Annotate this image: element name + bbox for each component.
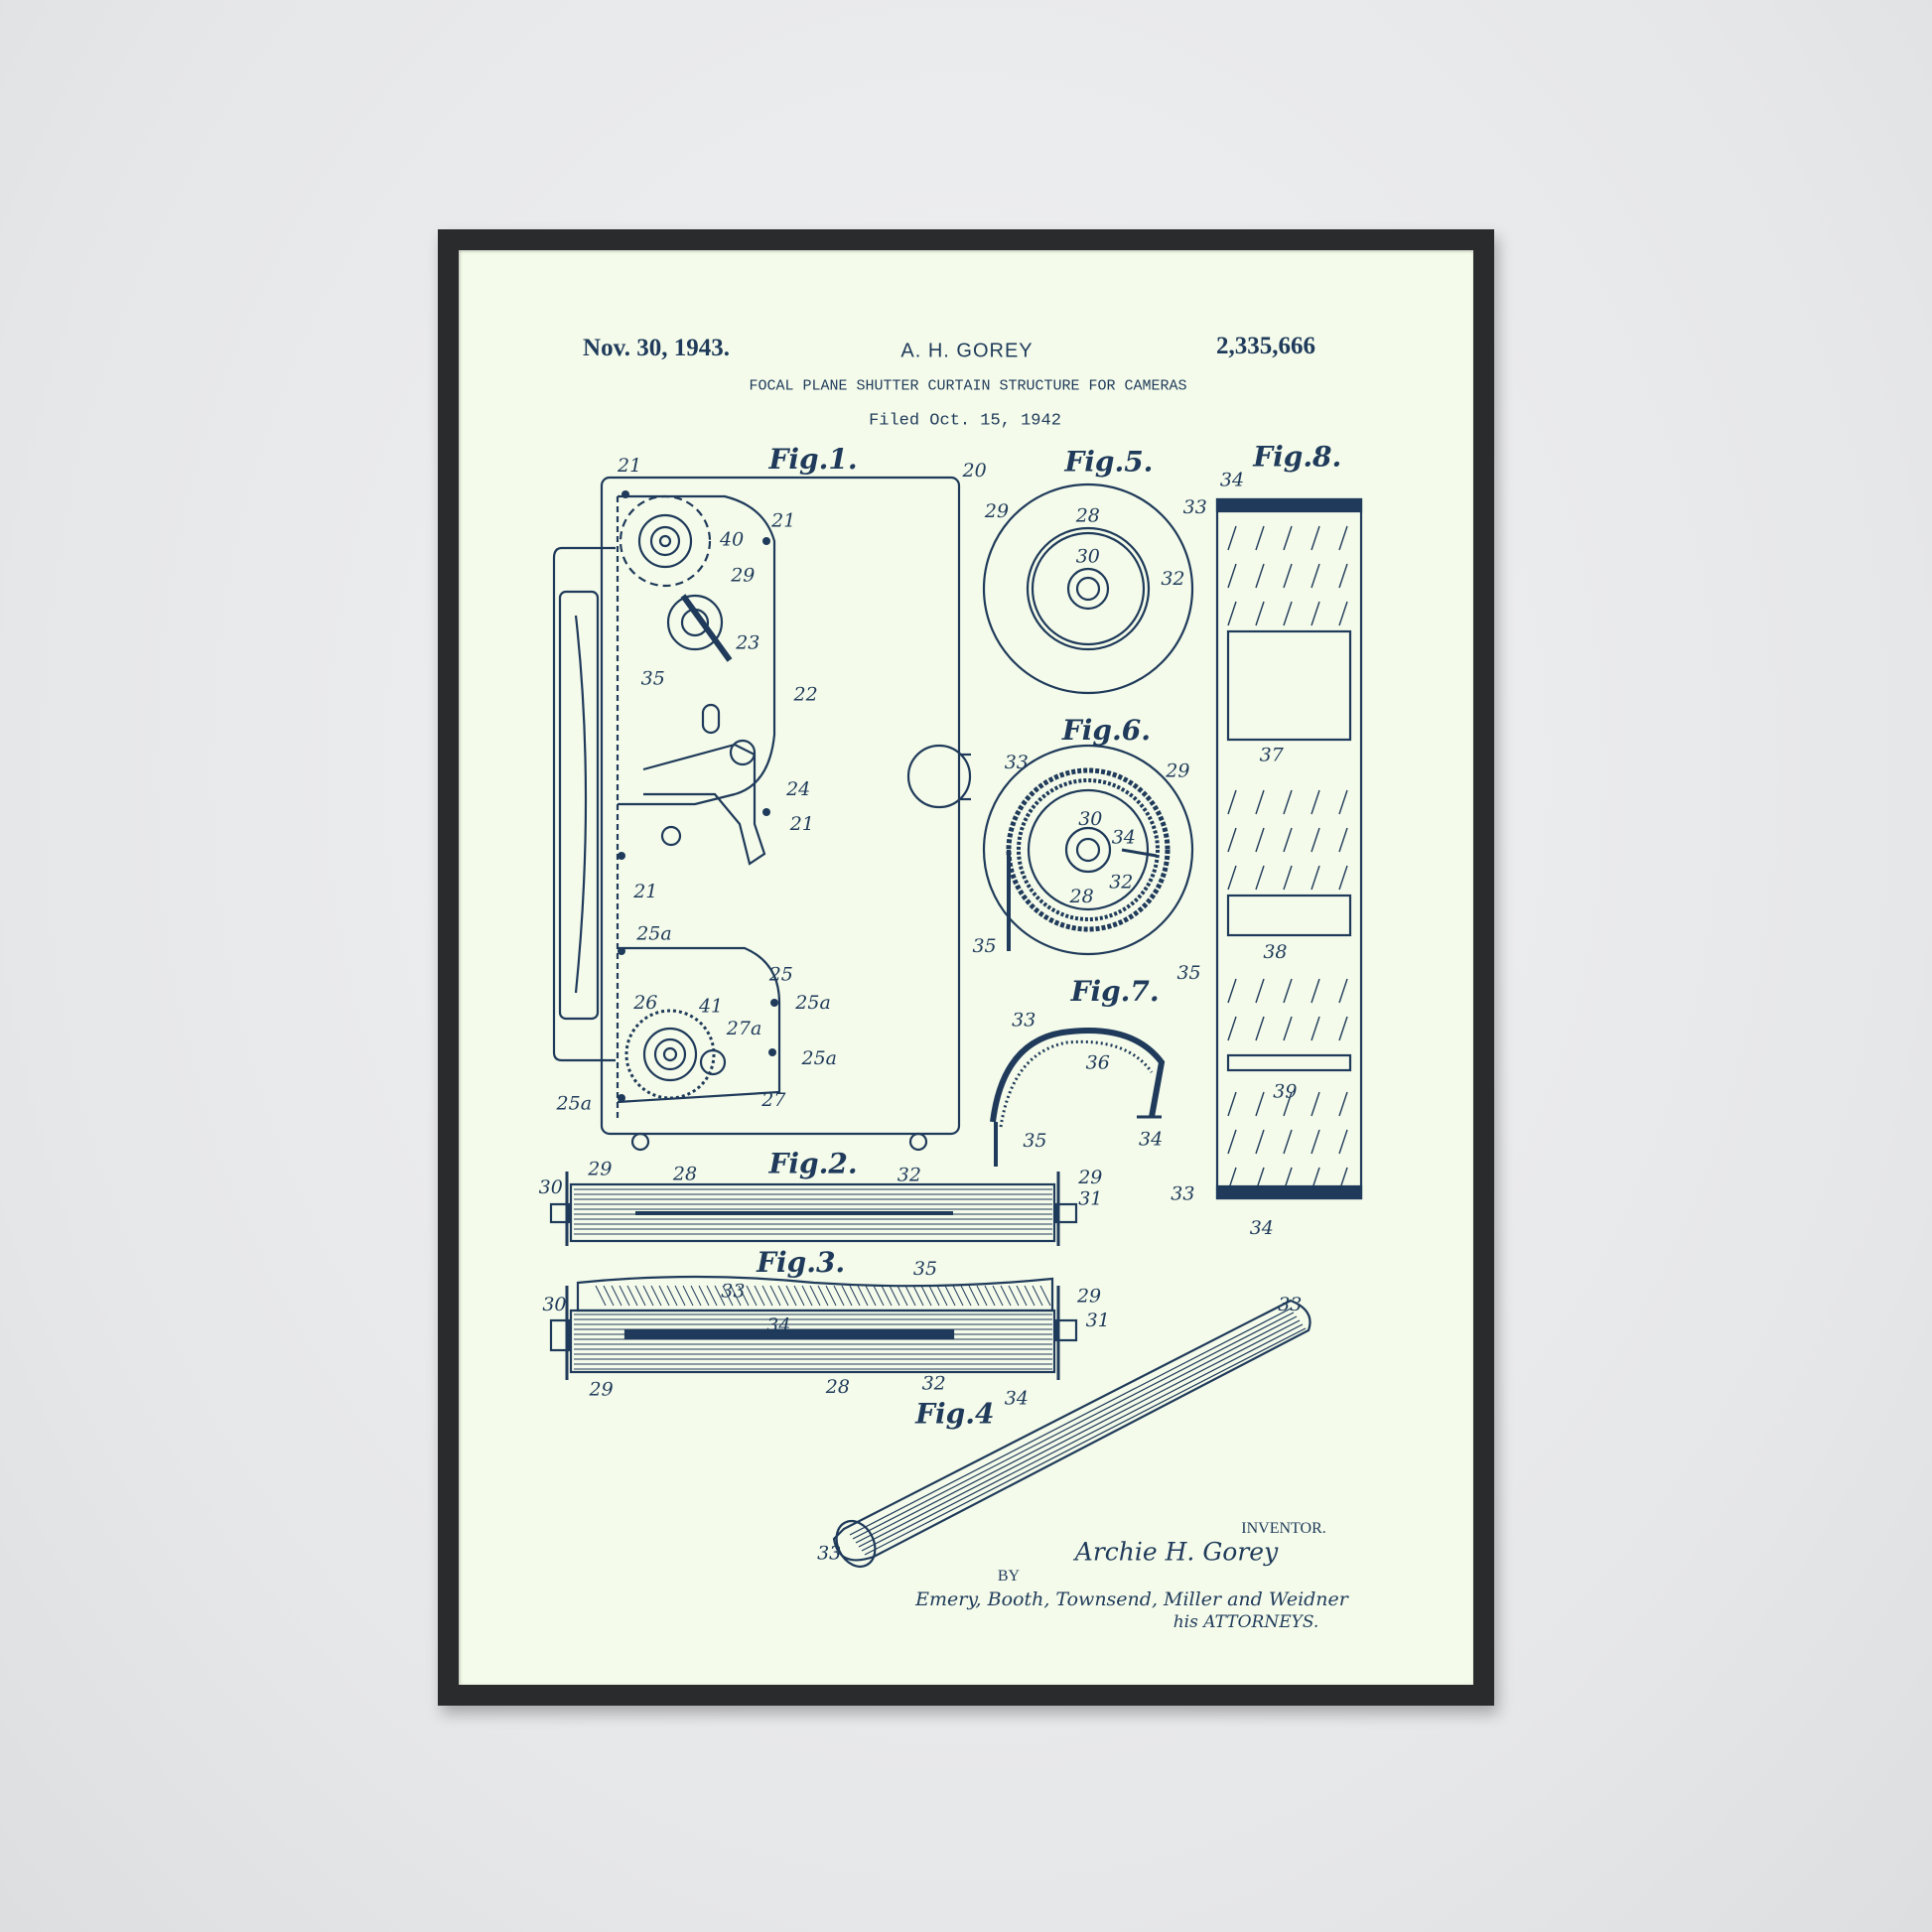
fig8-curtain-strip [1215,497,1363,1200]
reference-numeral: 33 [721,1280,745,1302]
reference-numeral: 23 [735,632,759,654]
figure-label: Fig.1. [768,443,858,476]
figure-label: Fig.4 [914,1398,994,1431]
reference-numeral: 33 [1005,752,1029,773]
inventor-short: A. H. GOREY [900,340,1034,362]
reference-numeral: 30 [1078,808,1102,830]
fig2-roller [549,1172,1078,1246]
reference-numeral: 24 [785,778,810,800]
figure-label: Fig.3. [756,1246,845,1279]
reference-numeral: 29 [730,564,755,586]
reference-numeral: 29 [984,500,1009,522]
reference-numeral: 35 [1176,962,1200,984]
reference-numeral: 30 [539,1176,563,1198]
patent-date: Nov. 30, 1943. [583,335,730,361]
reference-numeral: 34 [1112,827,1136,849]
reference-numeral: 32 [1109,871,1133,893]
reference-numeral: 29 [1077,1167,1102,1188]
poster-frame [438,229,1494,1706]
reference-numeral: 33 [1012,1009,1035,1031]
fig7-curtain-section [990,1028,1166,1167]
fig5-spool-end [982,483,1194,695]
reference-numeral: 37 [1260,744,1285,765]
reference-numeral: 30 [542,1294,566,1315]
reference-numeral: 33 [1183,496,1207,518]
reference-numeral: 35 [913,1258,937,1280]
reference-numeral: 25a [635,922,672,944]
attorneys-signature: Emery, Booth, Townsend, Miller and Weidn… [915,1588,1348,1610]
reference-numeral: 28 [672,1163,697,1184]
reference-numeral: 22 [793,684,818,706]
reference-numeral: 20 [962,460,987,482]
reference-numeral: 41 [698,996,723,1018]
reference-numeral: 26 [632,992,657,1014]
fig6-wound-spool [982,744,1194,956]
figure-label: Fig.8. [1252,440,1341,473]
reference-numeral: 34 [1250,1217,1274,1239]
filed-date: Filed Oct. 15, 1942 [869,411,1061,431]
reference-numeral: 21 [632,881,657,902]
fig4-curtain-tube [832,1299,1311,1568]
figure-label: Fig.6. [1061,714,1151,747]
by-label: BY [997,1568,1021,1585]
poster-paper [459,250,1473,1685]
figure-label: Fig.5. [1063,445,1153,478]
fig1-camera-body [552,476,972,1152]
figure-label: Fig.2. [768,1148,858,1180]
reference-numeral: 35 [641,668,665,690]
fig3-roller-with-curtain [549,1275,1078,1380]
reference-numeral: 29 [587,1158,612,1179]
reference-numeral: 32 [897,1165,921,1186]
reference-numeral: 29 [1076,1285,1101,1307]
figure-label: Fig.7. [1070,975,1160,1008]
reference-numeral: 32 [1161,568,1184,590]
reference-numeral: 34 [1005,1387,1029,1409]
reference-numeral: 31 [1078,1187,1102,1209]
attorneys-label: his ATTORNEYS. [1173,1612,1319,1632]
reference-numeral: 39 [1273,1080,1297,1102]
reference-numeral: 28 [825,1376,850,1398]
reference-numeral: 28 [1075,505,1100,527]
reference-numeral: 25 [768,963,793,985]
reference-numeral: 27a [726,1018,762,1039]
reference-numeral: 33 [817,1543,841,1565]
reference-numeral: 36 [1086,1052,1110,1074]
inventor-signature: Archie H. Gorey [1074,1537,1279,1567]
reference-numeral: 33 [1171,1182,1194,1204]
reference-numeral: 40 [719,528,744,550]
reference-numeral: 21 [789,813,814,835]
inventor-label: INVENTOR. [1241,1520,1326,1537]
reference-numeral: 33 [1278,1294,1302,1315]
reference-numeral: 25a [801,1047,838,1069]
reference-numeral: 34 [766,1314,790,1336]
reference-numeral: 21 [770,510,795,532]
reference-numeral: 21 [617,455,641,477]
reference-numeral: 35 [1023,1130,1046,1152]
reference-numeral: 34 [1139,1129,1163,1151]
reference-numeral: 31 [1086,1310,1110,1331]
reference-numeral: 38 [1263,941,1287,963]
patent-title: FOCAL PLANE SHUTTER CURTAIN STRUCTURE FO… [749,377,1187,395]
reference-numeral: 29 [1165,760,1189,782]
reference-numeral: 29 [589,1379,614,1401]
reference-numeral: 32 [922,1372,946,1394]
reference-numeral: 34 [1220,470,1244,491]
reference-numeral: 27 [760,1089,786,1111]
reference-numeral: 25a [556,1093,593,1115]
patent-number: 2,335,666 [1216,333,1315,359]
reference-numeral: 28 [1069,886,1094,907]
reference-numeral: 35 [972,935,996,957]
reference-numeral: 30 [1076,546,1100,568]
reference-numeral: 25a [794,992,831,1014]
